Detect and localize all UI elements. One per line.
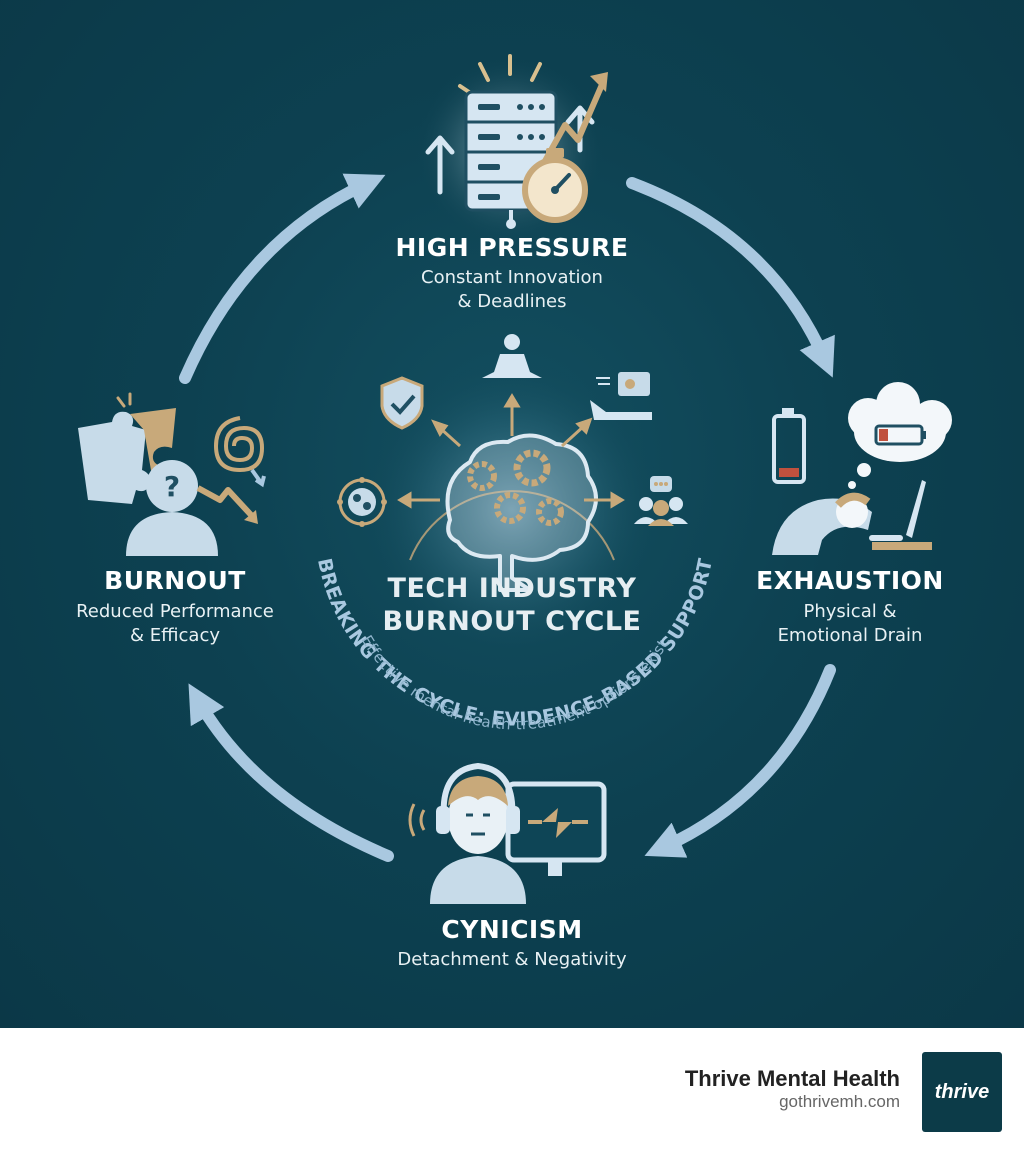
meditation-icon [482, 334, 542, 378]
spiral-icon [213, 416, 266, 488]
shield-check-icon [380, 376, 424, 430]
high-pressure-subtitle-line1: Constant Innovation [421, 267, 603, 288]
exhaustion-title: EXHAUSTION [756, 566, 944, 595]
puzzle-icon [78, 408, 176, 504]
cynicism-subtitle-line1: Detachment & Negativity [397, 949, 627, 970]
battery-icon [772, 408, 806, 484]
tired-worker-icon [772, 480, 932, 555]
cynicism-illustration [408, 762, 607, 904]
burnout-subtitle-line1: Reduced Performance [76, 601, 274, 622]
high-pressure-subtitle-line2: & Deadlines [457, 291, 567, 312]
headphones-person-icon [408, 762, 526, 904]
cynicism-subtitle: Detachment & Negativity [342, 948, 682, 972]
arrow-exhaustion-to-cynicism [644, 664, 836, 858]
brand-name: Thrive Mental Health [684, 1066, 900, 1091]
arrow-cynicism-to-burnout [188, 683, 394, 862]
arrow-pressure-to-exhaustion [626, 177, 835, 378]
monitor-icon [505, 781, 607, 876]
burnout-subtitle: Reduced Performance & Efficacy [40, 600, 310, 648]
exhaustion-illustration [772, 382, 952, 555]
therapy-couch-icon [590, 372, 652, 420]
stopwatch-icon [522, 148, 588, 223]
svg-text:?: ? [164, 470, 180, 503]
confused-person-icon: ? [126, 460, 218, 556]
thrive-logo: thrive [922, 1052, 1002, 1132]
arrow-burnout-to-pressure [179, 173, 386, 384]
thought-cloud-icon [848, 382, 952, 489]
center-illustration [337, 334, 688, 660]
brand-url[interactable]: gothrivemh.com [779, 1092, 900, 1111]
cynicism-title: CYNICISM [441, 915, 583, 944]
molecule-icon [337, 477, 387, 527]
diagram-canvas: ? [0, 0, 1024, 1028]
diagram-artwork: ? [78, 54, 952, 904]
high-pressure-illustration [415, 54, 608, 245]
exhaustion-subtitle: Physical & Emotional Drain [720, 600, 980, 648]
burnout-subtitle-line2: & Efficacy [129, 625, 220, 646]
support-group-icon [634, 476, 688, 526]
cycle-arrows [179, 173, 836, 862]
center-title-line2: BURNOUT CYCLE [382, 606, 642, 637]
high-pressure-subtitle: Constant Innovation & Deadlines [362, 266, 662, 314]
exhaustion-subtitle-line2: Emotional Drain [777, 625, 923, 646]
exhaustion-subtitle-line1: Physical & [803, 601, 897, 622]
burnout-illustration: ? [78, 392, 266, 556]
brain-gears-icon [445, 433, 598, 592]
center-title: TECH INDUSTRY BURNOUT CYCLE [362, 572, 662, 638]
burnout-title: BURNOUT [104, 566, 246, 595]
center-title-line1: TECH INDUSTRY [387, 573, 637, 604]
high-pressure-title: HIGH PRESSURE [395, 233, 629, 262]
footer: Thrive Mental Health gothrivemh.com thri… [0, 1028, 1024, 1154]
